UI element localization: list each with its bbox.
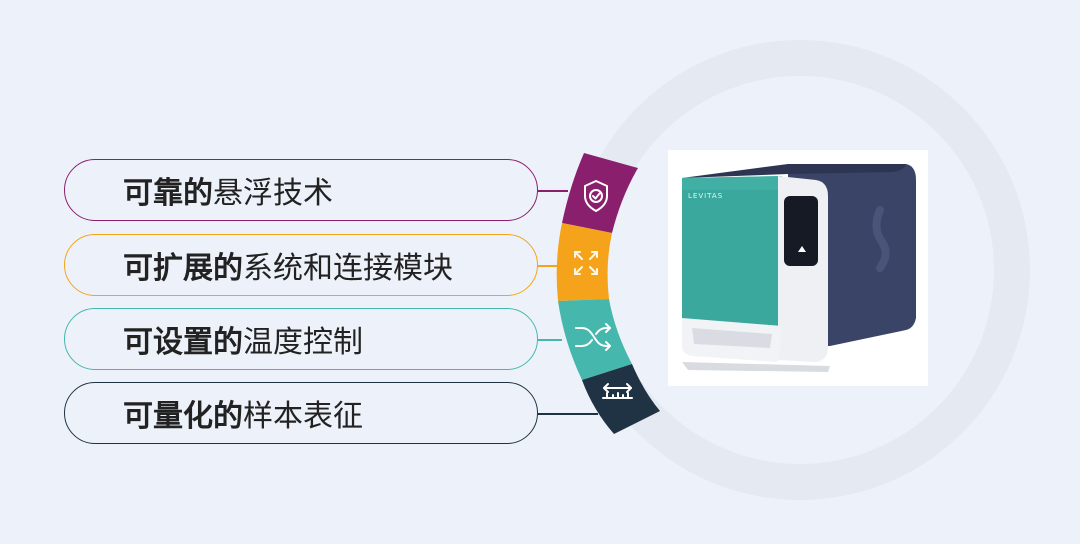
device-screen bbox=[784, 196, 818, 266]
feature-regular-text: 样本表征 bbox=[243, 399, 363, 434]
feature-bold-text: 可设置的 bbox=[123, 325, 243, 360]
device-front-highlight bbox=[682, 176, 782, 190]
shield-check-icon bbox=[584, 180, 608, 212]
feature-bold-text: 可靠的 bbox=[123, 176, 213, 211]
levitas-instrument-image: LEVITAS bbox=[668, 150, 928, 386]
shuffle-arrows-icon bbox=[575, 323, 611, 351]
feature-pill-quantifiable: 可量化的样本表征 bbox=[64, 382, 538, 444]
expand-arrows-icon bbox=[574, 251, 598, 275]
device-shadow bbox=[682, 362, 830, 372]
measure-ruler-icon bbox=[602, 383, 633, 399]
device-logo-mark bbox=[872, 206, 890, 272]
connector-line bbox=[538, 339, 562, 341]
connector-line bbox=[538, 265, 560, 267]
feature-bold-text: 可扩展的 bbox=[123, 251, 243, 286]
feature-regular-text: 温度控制 bbox=[243, 325, 363, 360]
device-brand-text: LEVITAS bbox=[688, 192, 723, 200]
connector-line bbox=[538, 190, 568, 192]
feature-pill-configurable: 可设置的温度控制 bbox=[64, 308, 538, 370]
feature-regular-text: 系统和连接模块 bbox=[243, 251, 453, 286]
device-front-panel bbox=[682, 176, 782, 326]
device-base-slot bbox=[692, 328, 772, 348]
device-screen-logo-icon bbox=[798, 246, 806, 252]
feature-pill-reliable: 可靠的悬浮技术 bbox=[64, 159, 538, 221]
connector-line bbox=[538, 413, 598, 415]
device-top bbox=[682, 164, 906, 178]
feature-pill-scalable: 可扩展的系统和连接模块 bbox=[64, 234, 538, 296]
arc-segment-scalable bbox=[556, 223, 612, 301]
feature-regular-text: 悬浮技术 bbox=[213, 176, 333, 211]
feature-bold-text: 可量化的 bbox=[123, 399, 243, 434]
